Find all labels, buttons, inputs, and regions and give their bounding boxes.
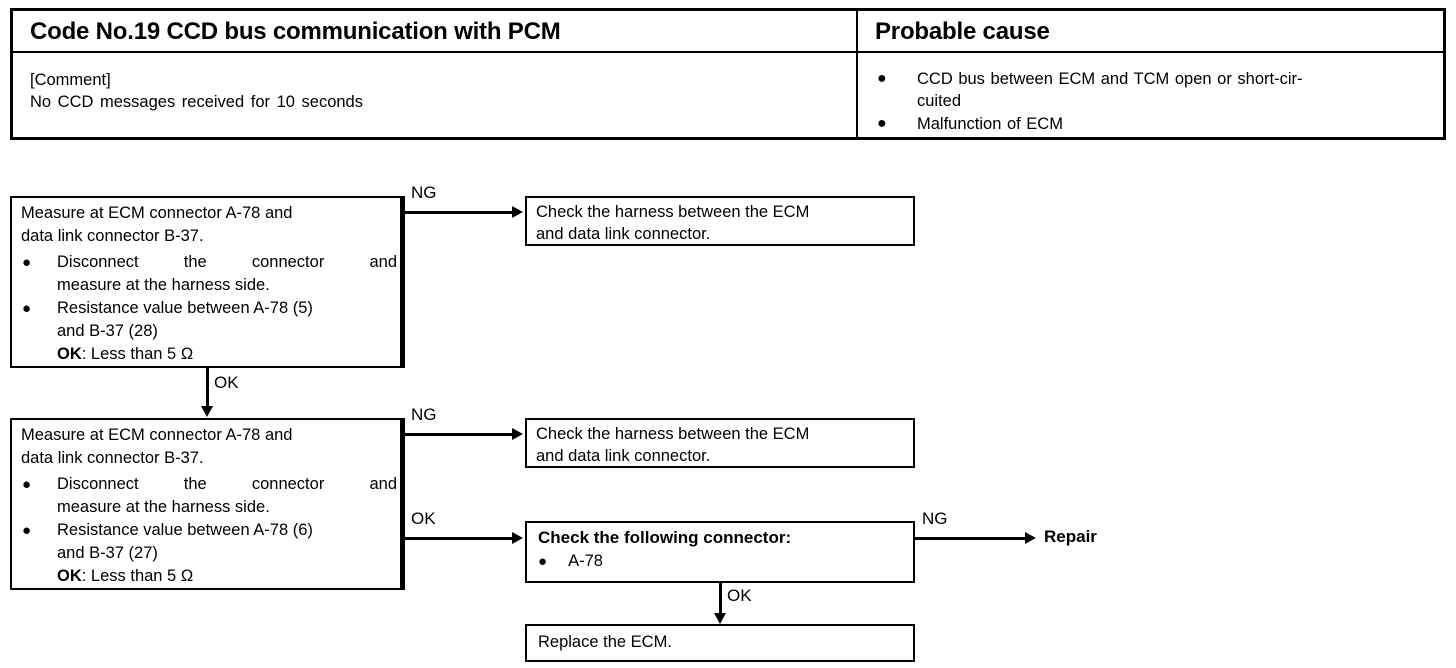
dtc-header-table: Code No.19 CCD bus communication with PC… [10, 8, 1446, 140]
flow-box-check-harness-1: Check the harness between the ECM and da… [525, 196, 915, 246]
connector-step1-ng-line [404, 211, 512, 214]
edge-label-ng-2: NG [411, 405, 437, 424]
flow-terminal-repair: Repair [1044, 527, 1097, 546]
comment-text: No CCD messages received for 10 seconds [30, 93, 363, 111]
step1-item2-line-2: and B-37 (28) [57, 322, 158, 340]
table-body-row: [Comment] No CCD messages received for 1… [13, 53, 1443, 137]
step1-line-1: Measure at ECM connector A-78 and [21, 204, 293, 222]
arrow-right-icon [512, 532, 523, 544]
step1-item2-line-1: Resistance value between A-78 (5) [57, 299, 313, 317]
step1-ok-criteria: OK: Less than 5 Ω [57, 343, 397, 366]
probable-cause-list: ● CCD bus between ECM and TCM open or sh… [875, 68, 1435, 136]
arrow-right-icon [512, 428, 523, 440]
list-item: ● Malfunction of ECM [875, 113, 1435, 135]
connector-step1-right-rail [402, 196, 405, 368]
list-item: ● Disconnect the connector and measure a… [21, 473, 397, 519]
bullet-icon: ● [22, 300, 32, 317]
step1-ok-label: OK [57, 345, 82, 363]
arrow-right-icon [512, 206, 523, 218]
flow-box-measure-step-2: Measure at ECM connector A-78 and data l… [10, 418, 402, 590]
cause-line-2: cuited [917, 92, 962, 110]
list-item: ● Resistance value between A-78 (6) and … [21, 519, 397, 588]
flow-box-measure-step-1: Measure at ECM connector A-78 and data l… [10, 196, 402, 368]
arrow-down-icon [201, 406, 213, 417]
bullet-icon: ● [877, 70, 887, 87]
bullet-icon: ● [538, 553, 548, 570]
step2-item2-line-1: Resistance value between A-78 (6) [57, 521, 313, 539]
step1-item1-line-2: measure at the harness side. [57, 276, 270, 294]
step1-list: ● Disconnect the connector and measure a… [21, 251, 397, 366]
list-item: ● Disconnect the connector and measure a… [21, 251, 397, 297]
table-header-row: Code No.19 CCD bus communication with PC… [13, 11, 1443, 53]
list-item: ● A-78 [538, 552, 603, 571]
connector-step2-ng-line [404, 433, 512, 436]
edge-label-ng-1: NG [411, 183, 437, 202]
edge-label-ok-3: OK [727, 586, 752, 605]
connector-ok-replace-line [719, 583, 722, 613]
probable-cause-heading: Probable cause [875, 18, 1050, 45]
step2-line-2: data link connector B-37. [21, 449, 204, 467]
harness2-line-2: and data link connector. [536, 447, 711, 465]
step2-item2-line-2: and B-37 (27) [57, 544, 158, 562]
step1-item1-line-1: Disconnect the connector and [57, 253, 397, 271]
bullet-icon: ● [877, 115, 887, 132]
list-item: ● CCD bus between ECM and TCM open or sh… [875, 68, 1435, 112]
step1-ok-value: : Less than 5 Ω [81, 345, 194, 363]
cause-line-1: CCD bus between ECM and TCM open or shor… [917, 70, 1303, 88]
comment-label: [Comment] [30, 71, 111, 89]
step2-list: ● Disconnect the connector and measure a… [21, 473, 397, 588]
step1-line-2: data link connector B-37. [21, 227, 204, 245]
step2-ok-criteria: OK: Less than 5 Ω [57, 565, 397, 588]
connector-check-title: Check the following connector: [538, 528, 792, 547]
bullet-icon: ● [22, 476, 32, 493]
list-item: ● Resistance value between A-78 (5) and … [21, 297, 397, 366]
step2-item1-line-2: measure at the harness side. [57, 498, 270, 516]
arrow-right-icon [1025, 532, 1036, 544]
bullet-icon: ● [22, 254, 32, 271]
bullet-icon: ● [22, 522, 32, 539]
step2-item1-line-1: Disconnect the connector and [57, 475, 397, 493]
flow-box-replace-ecm: Replace the ECM. [525, 624, 915, 662]
replace-ecm-text: Replace the ECM. [538, 633, 672, 651]
harness1-line-1: Check the harness between the ECM [536, 203, 810, 221]
step2-line-1: Measure at ECM connector A-78 and [21, 426, 293, 444]
edge-label-ng-3: NG [922, 509, 948, 528]
page-title: Code No.19 CCD bus communication with PC… [30, 18, 561, 45]
connector-ng-repair-line [915, 537, 1025, 540]
harness1-line-2: and data link connector. [536, 225, 711, 243]
harness2-line-1: Check the harness between the ECM [536, 425, 810, 443]
arrow-down-icon [714, 613, 726, 624]
connector-step2-right-rail [402, 418, 405, 590]
connector-step1-ok-line [206, 368, 209, 406]
connector-step2-ok-line [404, 537, 512, 540]
edge-label-ok-1: OK [214, 373, 239, 392]
step2-ok-value: : Less than 5 Ω [81, 567, 194, 585]
connector-name: A-78 [568, 552, 603, 570]
edge-label-ok-2: OK [411, 509, 436, 528]
flow-box-check-harness-2: Check the harness between the ECM and da… [525, 418, 915, 468]
step2-ok-label: OK [57, 567, 82, 585]
table-column-divider [856, 11, 858, 137]
flow-box-check-connector: Check the following connector: ● A-78 [525, 521, 915, 583]
cause-line-1: Malfunction of ECM [917, 115, 1063, 133]
